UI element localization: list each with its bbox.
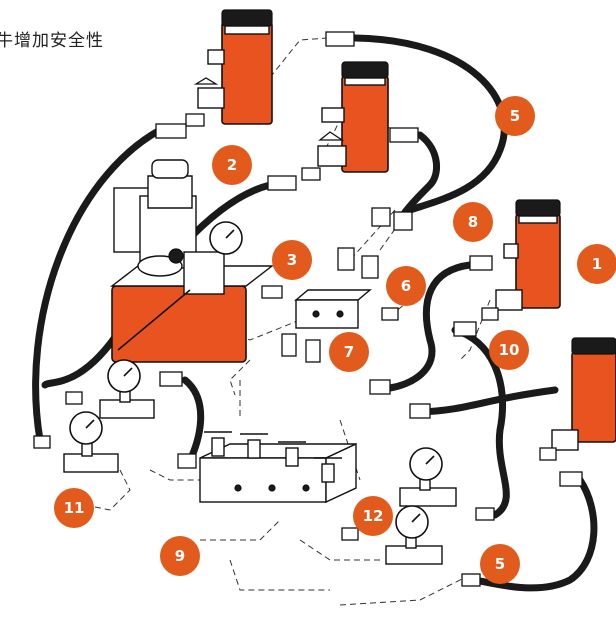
cylinder-right-edge xyxy=(539,337,616,461)
hose-cyl10 xyxy=(451,326,510,519)
fittings xyxy=(155,31,583,487)
svg-text:5: 5 xyxy=(495,555,505,573)
gauge-11-lower xyxy=(33,411,197,473)
svg-text:2: 2 xyxy=(227,156,237,174)
hose-gauge-manifold xyxy=(181,376,205,464)
cylinder-1 xyxy=(481,199,561,321)
hose-top-right xyxy=(351,34,508,214)
callout-5-top: 5 xyxy=(495,96,535,136)
callout-8: 8 xyxy=(453,202,493,242)
gauge-12-upper xyxy=(399,447,495,521)
svg-text:11: 11 xyxy=(64,499,85,517)
svg-text:6: 6 xyxy=(401,277,411,295)
callout-12: 12 xyxy=(353,496,393,536)
svg-text:10: 10 xyxy=(499,341,520,359)
manifold-block-6 xyxy=(261,247,399,363)
callout-6: 6 xyxy=(386,266,426,306)
svg-text:12: 12 xyxy=(363,507,384,525)
cylinder-top-mid xyxy=(301,61,389,181)
caption-text: 牛增加安全性 xyxy=(0,31,104,51)
valve-handles xyxy=(204,431,342,483)
svg-text:5: 5 xyxy=(510,107,520,125)
callout-3: 3 xyxy=(272,240,312,280)
callout-1: 1 xyxy=(577,244,616,284)
callout-10: 10 xyxy=(489,330,529,370)
callout-7: 7 xyxy=(329,332,369,372)
cylinder-2 xyxy=(185,9,273,127)
hose-bottom-right xyxy=(471,476,598,592)
callout-2: 2 xyxy=(212,145,252,185)
svg-text:1: 1 xyxy=(592,255,602,273)
hose-top-mid xyxy=(396,131,441,224)
gauge-11-upper xyxy=(65,359,183,419)
hose-left-outer xyxy=(32,126,164,444)
svg-text:7: 7 xyxy=(344,343,354,361)
hydraulic-pump xyxy=(109,159,275,363)
svg-text:3: 3 xyxy=(287,251,297,269)
svg-text:8: 8 xyxy=(468,213,478,231)
gauge-12-lower xyxy=(385,505,481,587)
hose-cyl-right xyxy=(416,386,559,416)
svg-text:9: 9 xyxy=(175,547,185,565)
callout-11: 11 xyxy=(54,488,94,528)
hose-cyl1 xyxy=(386,261,474,392)
manifold-block-9 xyxy=(199,431,359,541)
callout-9: 9 xyxy=(160,536,200,576)
callout-5-bottom: 5 xyxy=(480,544,520,584)
